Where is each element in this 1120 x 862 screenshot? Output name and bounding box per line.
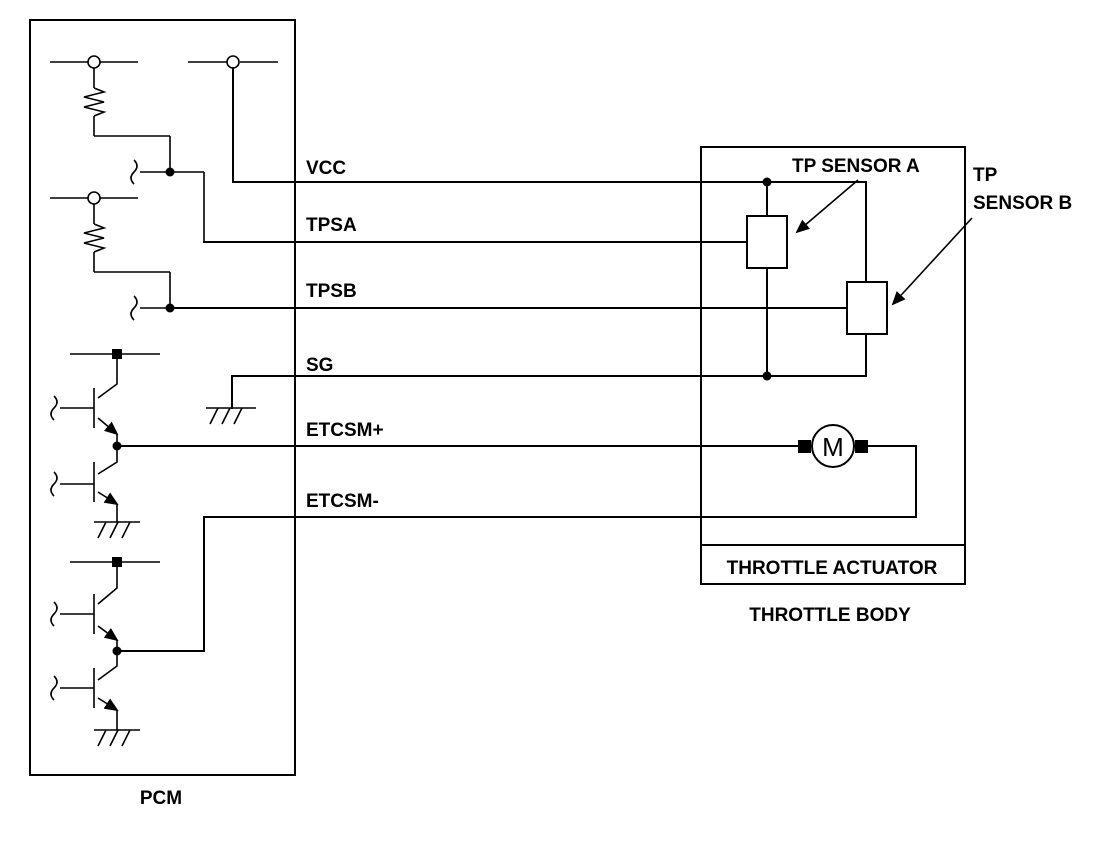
tpsa-pullup — [50, 55, 205, 242]
throttle-motor: M — [798, 424, 868, 468]
tpsa-resistor — [83, 87, 107, 117]
motor-symbol-label: M — [822, 432, 844, 462]
tp-sensor-a-label: TP SENSOR A — [792, 156, 920, 177]
sg-ground — [206, 375, 256, 425]
tp-sensor-b-label-line1: TP — [973, 165, 998, 186]
tp-sensor-b — [846, 281, 888, 335]
tpsa-break-symbol — [130, 159, 138, 185]
tpsa-pullup-terminal — [87, 55, 101, 69]
supply-node-1 — [112, 349, 122, 359]
tp-sensor-a — [746, 215, 788, 269]
vcc-label: VCC — [306, 158, 346, 179]
motor-icon — [811, 424, 855, 468]
throttle-body-label: THROTTLE BODY — [749, 605, 911, 626]
vcc-terminal — [226, 55, 240, 69]
tpsb-pullup — [50, 191, 175, 321]
supply-node-2 — [112, 557, 122, 567]
pcm-box — [29, 19, 296, 776]
tp-sensors: TP SENSOR A TP SENSOR B — [746, 156, 1072, 381]
sg-label: SG — [306, 355, 333, 376]
tp-sensor-b-label-line2: SENSOR B — [973, 193, 1072, 214]
harness — [116, 181, 917, 652]
etcsm-minus-wire — [116, 445, 917, 652]
vcc-source — [188, 55, 278, 183]
tpsa-junction-dot — [165, 167, 175, 177]
sg-sensor-junction — [762, 371, 772, 381]
pcm-module: PCM — [29, 19, 296, 809]
tpsb-break-symbol — [130, 295, 138, 321]
tp-sensor-a-arrow — [795, 179, 859, 234]
hbridge-etcsm-plus — [50, 349, 160, 539]
etcsm-plus-label: ETCSM+ — [306, 420, 384, 441]
motor-terminal-right — [855, 440, 868, 453]
tp-sensor-b-arrow — [891, 217, 973, 306]
vcc-sensor-junction — [762, 177, 772, 187]
tpsa-label: TPSA — [306, 215, 357, 236]
pcm-label: PCM — [140, 788, 182, 809]
etcsm-minus-label: ETCSM- — [306, 491, 379, 512]
tpsb-resistor — [83, 223, 107, 253]
throttle-actuator: THROTTLE ACTUATOR — [700, 146, 966, 585]
throttle-actuator-label: THROTTLE ACTUATOR — [727, 558, 938, 579]
motor-terminal-left — [798, 440, 811, 453]
tpsb-label: TPSB — [306, 281, 357, 302]
throttle-actuator-box — [700, 146, 966, 585]
tpsb-pullup-terminal — [87, 191, 101, 205]
